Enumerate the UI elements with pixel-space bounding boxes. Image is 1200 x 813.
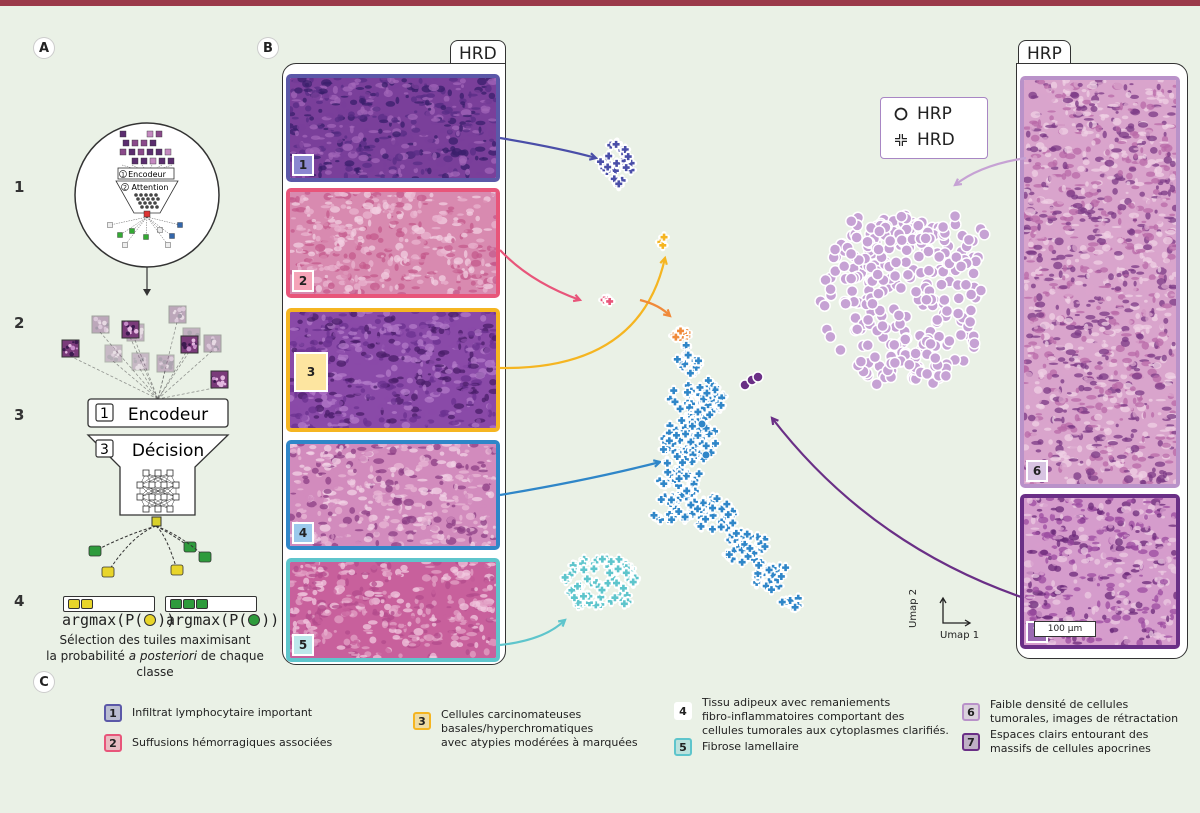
histology-tile-2: 2	[286, 188, 500, 298]
marker-legend: HRP HRD	[880, 97, 988, 159]
tissue-texture	[290, 192, 496, 294]
circle-marker-icon	[894, 107, 908, 121]
step-2-label: 2	[14, 314, 25, 332]
step-4-label: 4	[14, 592, 25, 610]
section-a-badge: A	[34, 38, 54, 58]
histology-tile-4: 4	[286, 440, 500, 550]
histology-tile-1: 1	[286, 74, 500, 182]
step-1-label: 1	[14, 178, 25, 196]
umap2-label: Umap 2	[908, 588, 919, 628]
caption-text-5: Fibrose lamellaire	[702, 740, 799, 753]
histology-tile-3: 3	[286, 308, 500, 432]
caption-num-6: 6	[962, 703, 980, 721]
caption-num-3: 3	[413, 712, 431, 730]
histology-tile-7: 7 100 µm	[1020, 494, 1180, 649]
mini-encoder-label: Encodeur	[128, 170, 166, 179]
mini-num-1: 1	[121, 172, 125, 179]
decision-label: Décision	[132, 441, 204, 461]
encoder-label: Encodeur	[128, 405, 208, 425]
argmax-green-label: argmax(P())	[166, 611, 280, 629]
cross-marker-icon	[895, 134, 907, 146]
argmax-yellow-bar	[63, 596, 155, 612]
decision-num: 3	[100, 442, 109, 458]
caption-text-1: Infiltrat lymphocytaire important	[132, 706, 313, 719]
argmax-green-bar	[165, 596, 257, 612]
caption-text-2: Suffusions hémorragiques associées	[132, 736, 333, 749]
tissue-texture	[290, 312, 496, 428]
caption-num-4: 4	[674, 702, 692, 720]
tissue-texture	[290, 78, 496, 178]
legend-hrp: HRP	[893, 104, 952, 124]
step-3-label: 3	[14, 406, 25, 424]
tissue-texture	[290, 444, 496, 546]
hrd-panel-title: HRD	[450, 40, 506, 64]
top-accent-bar	[0, 0, 1200, 6]
mini-num-2: 2	[123, 185, 127, 192]
legend-hrd: HRD	[893, 130, 955, 150]
histology-tile-5: 5	[286, 558, 500, 662]
mini-attention-funnel	[115, 180, 179, 214]
pipeline-diagram: Encodeur 1 Attention 2 1 Encodeur 3 Déci…	[61, 122, 230, 578]
section-c-badge: C	[34, 672, 54, 692]
tissue-texture	[290, 562, 496, 658]
caption-num-2: 2	[104, 734, 122, 752]
caption-num-1: 1	[104, 704, 122, 722]
encoder-box	[87, 398, 229, 428]
argmax-yellow-label: argmax(P())	[62, 611, 176, 629]
hrp-panel-title: HRP	[1018, 40, 1071, 64]
mini-encoder-box	[117, 167, 175, 180]
scale-bar: 100 µm	[1034, 621, 1096, 637]
umap1-label: Umap 1	[940, 630, 980, 641]
mini-attention-label: Attention	[132, 183, 169, 192]
encoder-num: 1	[100, 406, 109, 422]
tissue-texture	[1024, 498, 1176, 645]
umap-axes-icon	[939, 596, 972, 627]
caption-num-7: 7	[962, 733, 980, 751]
tissue-texture	[1024, 80, 1176, 484]
selection-caption: Sélection des tuiles maximisant la proba…	[46, 633, 264, 679]
section-b-badge: B	[258, 38, 278, 58]
histology-tile-6: 6	[1020, 76, 1180, 488]
caption-num-5: 5	[674, 738, 692, 756]
